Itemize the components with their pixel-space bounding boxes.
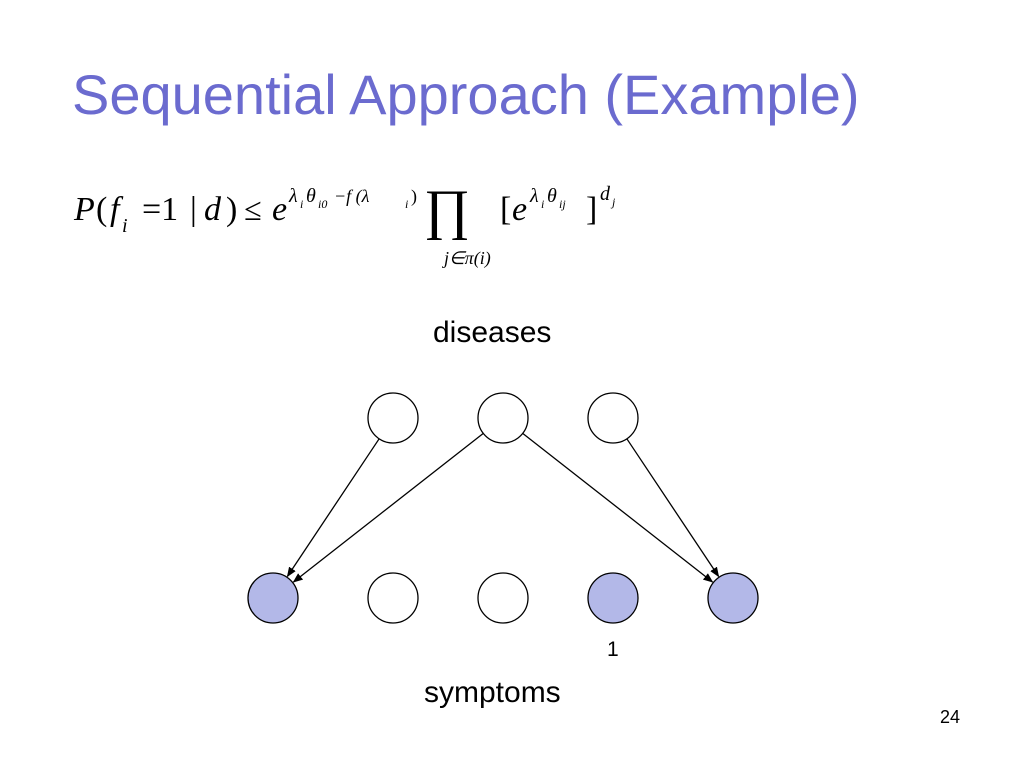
formula-exp1-rest: −f (λ — [334, 186, 370, 207]
formula-bracket-close: ] — [586, 191, 597, 228]
formula-power-j: j — [610, 195, 616, 209]
disease-node-d2 — [477, 392, 529, 444]
formula-leq: ≤ — [244, 191, 262, 227]
formula-power-d: d — [600, 183, 611, 205]
edge-d2-s5 — [522, 432, 714, 583]
edge-d2-s1 — [292, 432, 484, 583]
formula-exp2-ij: ij — [559, 197, 566, 211]
formula-exp1-i: i — [300, 197, 303, 211]
formula-P: P — [73, 191, 95, 228]
formula-e2: e — [512, 191, 527, 228]
formula-exp2-theta: θ — [547, 185, 557, 207]
symptom-node-s3 — [477, 572, 529, 624]
formula-exp1-theta: θ — [306, 185, 316, 207]
formula-d: d — [204, 191, 222, 228]
formula-exp1-i2: i — [405, 197, 408, 211]
formula-exp1-lambda: λ — [288, 185, 298, 207]
formula-exp2-lambda: λ — [529, 185, 539, 207]
formula-e1: e — [272, 191, 287, 228]
disease-node-d1 — [367, 392, 419, 444]
formula-exp1-i0: i0 — [318, 197, 327, 211]
formula: P ( f i =1 | d ) ≤ e λ i θ i0 −f (λ i ) … — [73, 179, 616, 269]
symptom-node-s4 — [587, 572, 639, 624]
formula-f-sub: i — [122, 215, 128, 237]
formula-product: ∏ — [424, 179, 470, 241]
symptoms-label: symptoms — [424, 676, 561, 709]
symptom-node-s2 — [367, 572, 419, 624]
formula-bracket-open: [ — [500, 191, 511, 228]
slide-title: Sequential Approach (Example) — [72, 63, 860, 126]
formula-open-paren: ( — [96, 191, 107, 228]
formula-bar: | — [190, 191, 197, 228]
formula-close-paren: ) — [226, 191, 237, 228]
formula-exp2-i: i — [541, 197, 544, 211]
formula-product-sub: j∈π(i) — [442, 248, 491, 269]
symptom-node-s1 — [247, 572, 299, 624]
diseases-label: diseases — [433, 316, 552, 349]
disease-node-d3 — [587, 392, 639, 444]
edge-layer — [286, 432, 720, 583]
finding-value-label: 1 — [607, 638, 619, 661]
edge-d3-s5 — [626, 438, 720, 578]
page-number: 24 — [940, 707, 961, 727]
node-layer — [247, 392, 759, 624]
edge-d1-s1 — [286, 438, 380, 578]
symptom-node-s5 — [707, 572, 759, 624]
formula-exp1-close: ) — [411, 186, 417, 207]
formula-equals-one: =1 — [142, 191, 178, 228]
